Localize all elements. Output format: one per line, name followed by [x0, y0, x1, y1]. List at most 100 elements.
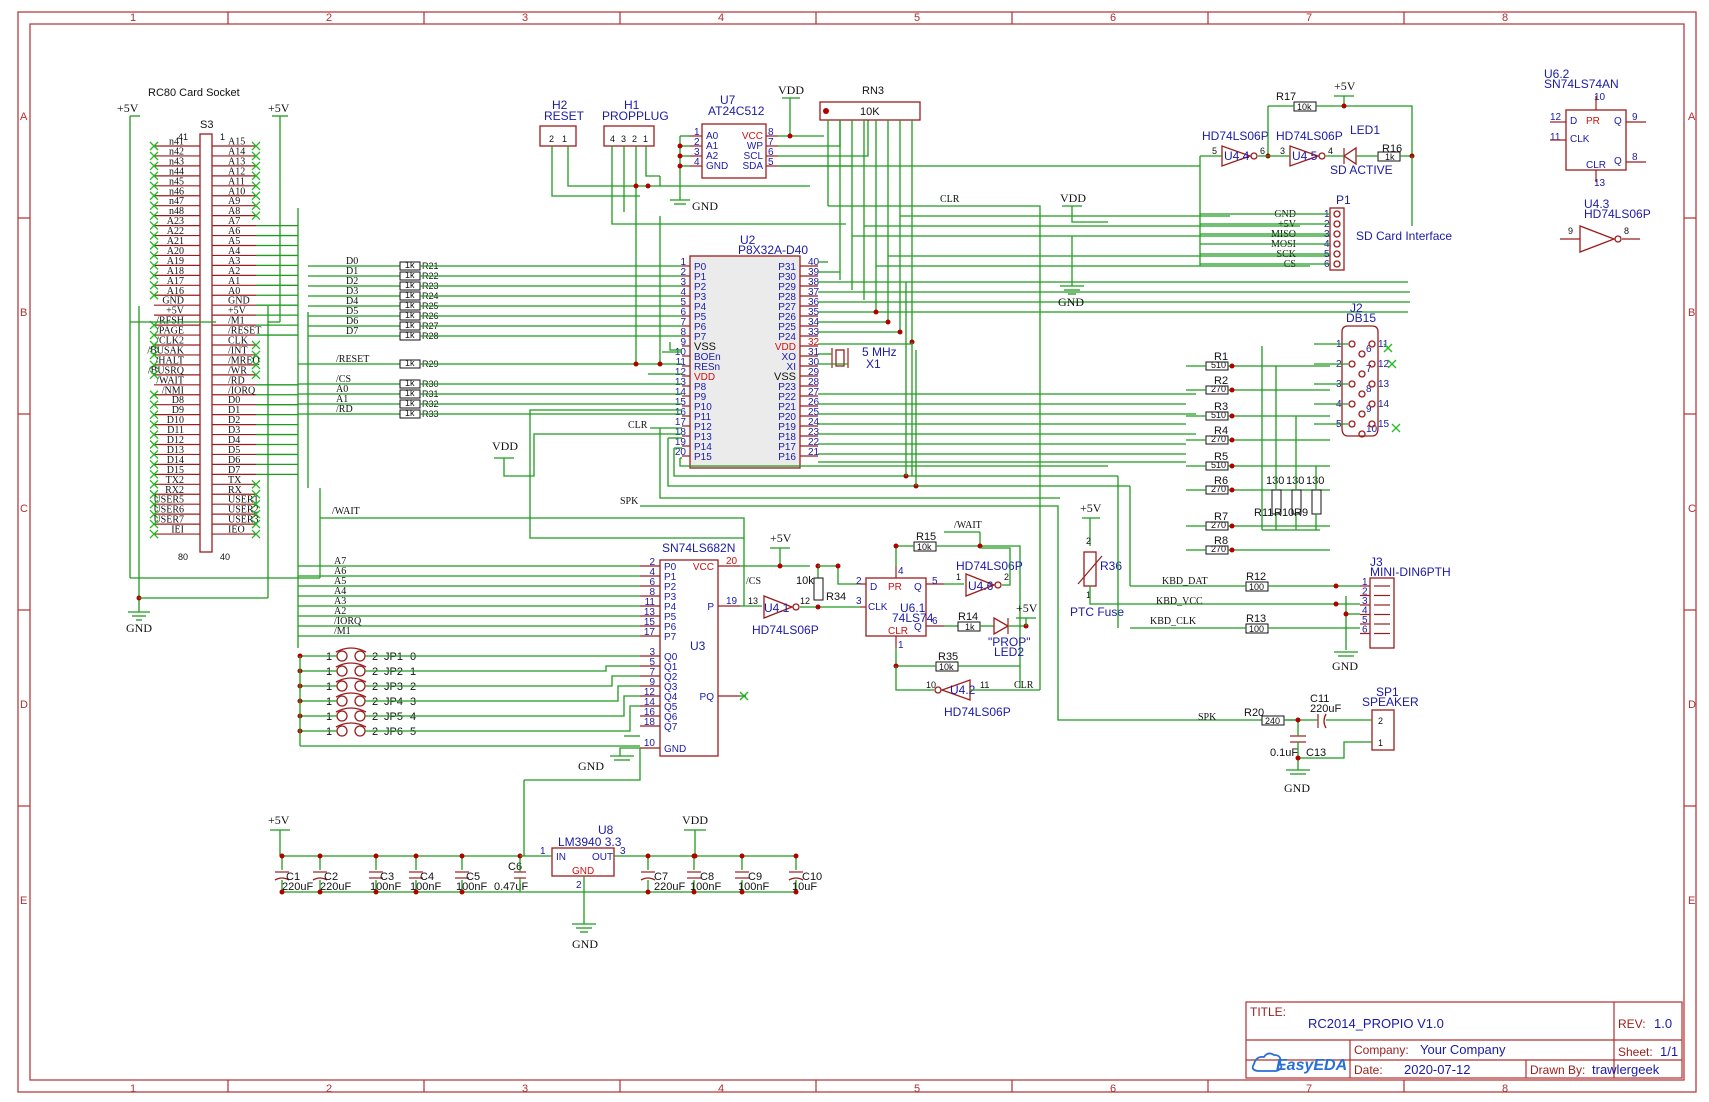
- jumper-pin1: 1: [326, 666, 332, 678]
- jumper-pin2: 2: [372, 696, 378, 708]
- socket-left-pin: D14: [167, 455, 184, 466]
- sd-activity-circuit: HD74LS06P 5 6 U4.4 HD74LS06P 3 4 U4.5 LE…: [778, 79, 1415, 266]
- vga-res-ref: R3: [1214, 401, 1228, 413]
- cap-ref: C7: [654, 871, 668, 883]
- vga-resistor-value: 270: [1211, 434, 1226, 444]
- u43-ref: U4.3: [1584, 197, 1610, 211]
- u2-pin-name: XI: [787, 362, 796, 373]
- vga-resistor-value: 270: [1211, 384, 1226, 394]
- jumper-pin1: 1: [326, 726, 332, 738]
- ctrl-resistor-value: 1k: [405, 358, 415, 368]
- u3-pin-num: 15: [644, 617, 656, 628]
- u2-pin-name: P8: [694, 382, 707, 393]
- u3-pin-num: 14: [644, 697, 656, 708]
- u42-ref: U4.2: [950, 683, 976, 697]
- socket-left-pin: A17: [167, 276, 184, 287]
- u2-pin-num: 39: [808, 267, 820, 278]
- vga-res-ref: R2: [1214, 375, 1228, 387]
- u7-pin-name: VCC: [742, 131, 763, 142]
- tb-date: 2020-07-12: [1404, 1062, 1471, 1077]
- socket-right-pin: A8: [228, 206, 240, 217]
- r34-value: 10k: [796, 575, 814, 587]
- c11-ref: C11: [1310, 693, 1329, 705]
- u2-pin-num: 9: [680, 337, 686, 348]
- vga-res-ref: R5: [1214, 451, 1228, 463]
- cap-ref: C8: [700, 871, 714, 883]
- u2-pin-name: BOEn: [694, 352, 721, 363]
- net-clr-left: CLR: [628, 420, 648, 431]
- u61-ref: U6.1: [900, 601, 926, 615]
- h1-ref: H1: [624, 98, 640, 112]
- socket-left-pin: A22: [167, 226, 184, 237]
- jumper-pin2: 2: [372, 651, 378, 663]
- svg-text:1: 1: [1086, 590, 1091, 600]
- r35-ref: R35: [938, 651, 958, 663]
- jumper-val: 3: [410, 696, 416, 708]
- speaker-circuit: SPK R20 240 C11 220uF 0.1uF C13 SP1 SPEA…: [1198, 685, 1419, 795]
- u2-pin-num: 32: [808, 337, 820, 348]
- socket-right-pin: A12: [228, 166, 245, 177]
- svg-text:1: 1: [540, 846, 546, 857]
- jumper-pin2: 2: [372, 726, 378, 738]
- u3-pin-num: 4: [649, 567, 655, 578]
- u2-pin-name: VSS: [774, 371, 796, 383]
- p5v-label-2: +5V: [268, 101, 290, 115]
- socket-left-pin: n43: [169, 156, 184, 167]
- u8-ref: U8: [598, 823, 614, 837]
- svg-text:D: D: [870, 582, 877, 593]
- j2-pin-num: 6: [1366, 344, 1372, 355]
- u2-pin-num: 8: [680, 327, 686, 338]
- u41-inverter: U4.1 HD74LS06P 13 12 10k R34: [748, 563, 860, 637]
- svg-text:13: 13: [748, 596, 758, 606]
- net-spk-left: SPK: [620, 496, 639, 507]
- vga-res-ref: R8: [1214, 535, 1228, 547]
- svg-text:IN: IN: [556, 852, 566, 863]
- j2-part: DB15: [1346, 311, 1376, 325]
- svg-text:12: 12: [800, 596, 810, 606]
- rn3-ref: RN3: [862, 85, 884, 97]
- socket-left-pin: RX2: [165, 485, 184, 496]
- jumper-val: 1: [410, 666, 416, 678]
- easyeda-logo-text: EasyEDA: [1276, 1057, 1347, 1074]
- data-resistor-value: 1k: [405, 310, 415, 320]
- socket-left-pin: USER6: [153, 505, 184, 516]
- svg-text:11: 11: [1550, 132, 1561, 143]
- jumper-ref: JP6: [384, 726, 403, 738]
- u2-pin-num: 34: [808, 317, 820, 328]
- u46-ref: U4.6: [968, 579, 994, 593]
- grid-row-right-C: C: [1688, 503, 1696, 515]
- u2-pin-name: P14: [694, 442, 712, 453]
- u2-pin-name: P7: [694, 332, 707, 343]
- u3-pin-num: 12: [644, 687, 656, 698]
- data-net-label: D3: [346, 286, 358, 297]
- grid-col-bottom-2: 2: [326, 1083, 332, 1095]
- u3-p: P: [707, 602, 714, 613]
- svg-text:8: 8: [1624, 226, 1629, 236]
- svg-text:100: 100: [1249, 624, 1264, 634]
- socket-right-pin: A7: [228, 216, 240, 227]
- grid-col-bottom-4: 4: [718, 1083, 724, 1095]
- socket-right-pin: D2: [228, 415, 240, 426]
- socket-right-pin: RX: [228, 485, 243, 496]
- u2-pin-num: 29: [808, 367, 820, 378]
- socket-right-pin: A13: [228, 156, 245, 167]
- socket-right-pin: D3: [228, 425, 240, 436]
- cap-value: 220uF: [320, 881, 351, 893]
- svg-text:1: 1: [1378, 738, 1383, 748]
- led2-name: "PROP": [988, 635, 1031, 649]
- tb-company: Your Company: [1420, 1042, 1506, 1057]
- u2-pin-num: 11: [676, 357, 687, 368]
- socket-right-pin: A5: [228, 236, 240, 247]
- u3-pin-name: P3: [664, 592, 677, 603]
- socket-right-pin: D5: [228, 445, 240, 456]
- cap-value: 100nF: [410, 881, 441, 893]
- u2-pin-name: P28: [778, 292, 796, 303]
- u3-pin-name: Q2: [664, 672, 678, 683]
- data-net-label: D4: [346, 296, 358, 307]
- u3-net-label: A5: [334, 576, 346, 587]
- p5v-label-psu: +5V: [268, 813, 290, 827]
- sp1-name: SPEAKER: [1362, 695, 1419, 709]
